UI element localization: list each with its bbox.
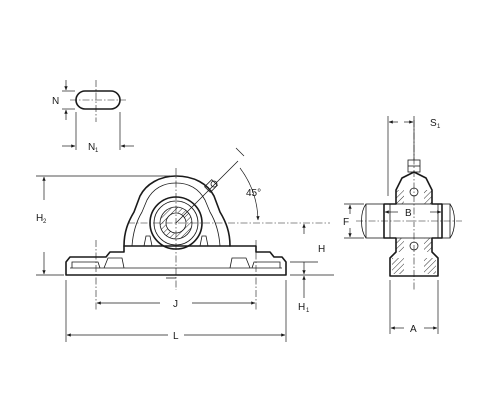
front-view [65,168,330,310]
dim-h1: H 1 [290,261,318,314]
grease-fitting [204,179,218,193]
label-b: B [405,208,412,219]
label-f: F [343,217,349,228]
label-h: H [318,244,325,255]
housing-outline [123,175,231,247]
angle-dimension: 45° [175,147,261,224]
label-h1: H [298,302,305,313]
label-n1: N [88,142,95,153]
dim-f: F [343,203,364,239]
label-s1: S [430,118,437,129]
label-angle: 45° [246,188,261,199]
label-j: J [173,299,178,310]
label-h1-sub: 1 [306,308,310,314]
dim-h: H [290,223,334,276]
label-n1-sub: 1 [95,148,99,154]
label-s1-sub: 1 [437,124,441,130]
label-n: N [52,96,59,107]
dim-h2: H 2 [36,175,170,276]
dim-a: A [389,280,439,335]
dim-j: J [96,299,256,310]
label-a: A [410,324,417,335]
label-h2: H [36,213,43,224]
label-h2-sub: 2 [43,219,47,225]
dim-l: L [65,280,287,342]
dim-s1: S 1 [387,116,441,196]
side-view [356,120,462,290]
slot-detail: N N 1 [52,80,134,154]
label-l: L [173,331,179,342]
dim-b: B [384,208,442,219]
